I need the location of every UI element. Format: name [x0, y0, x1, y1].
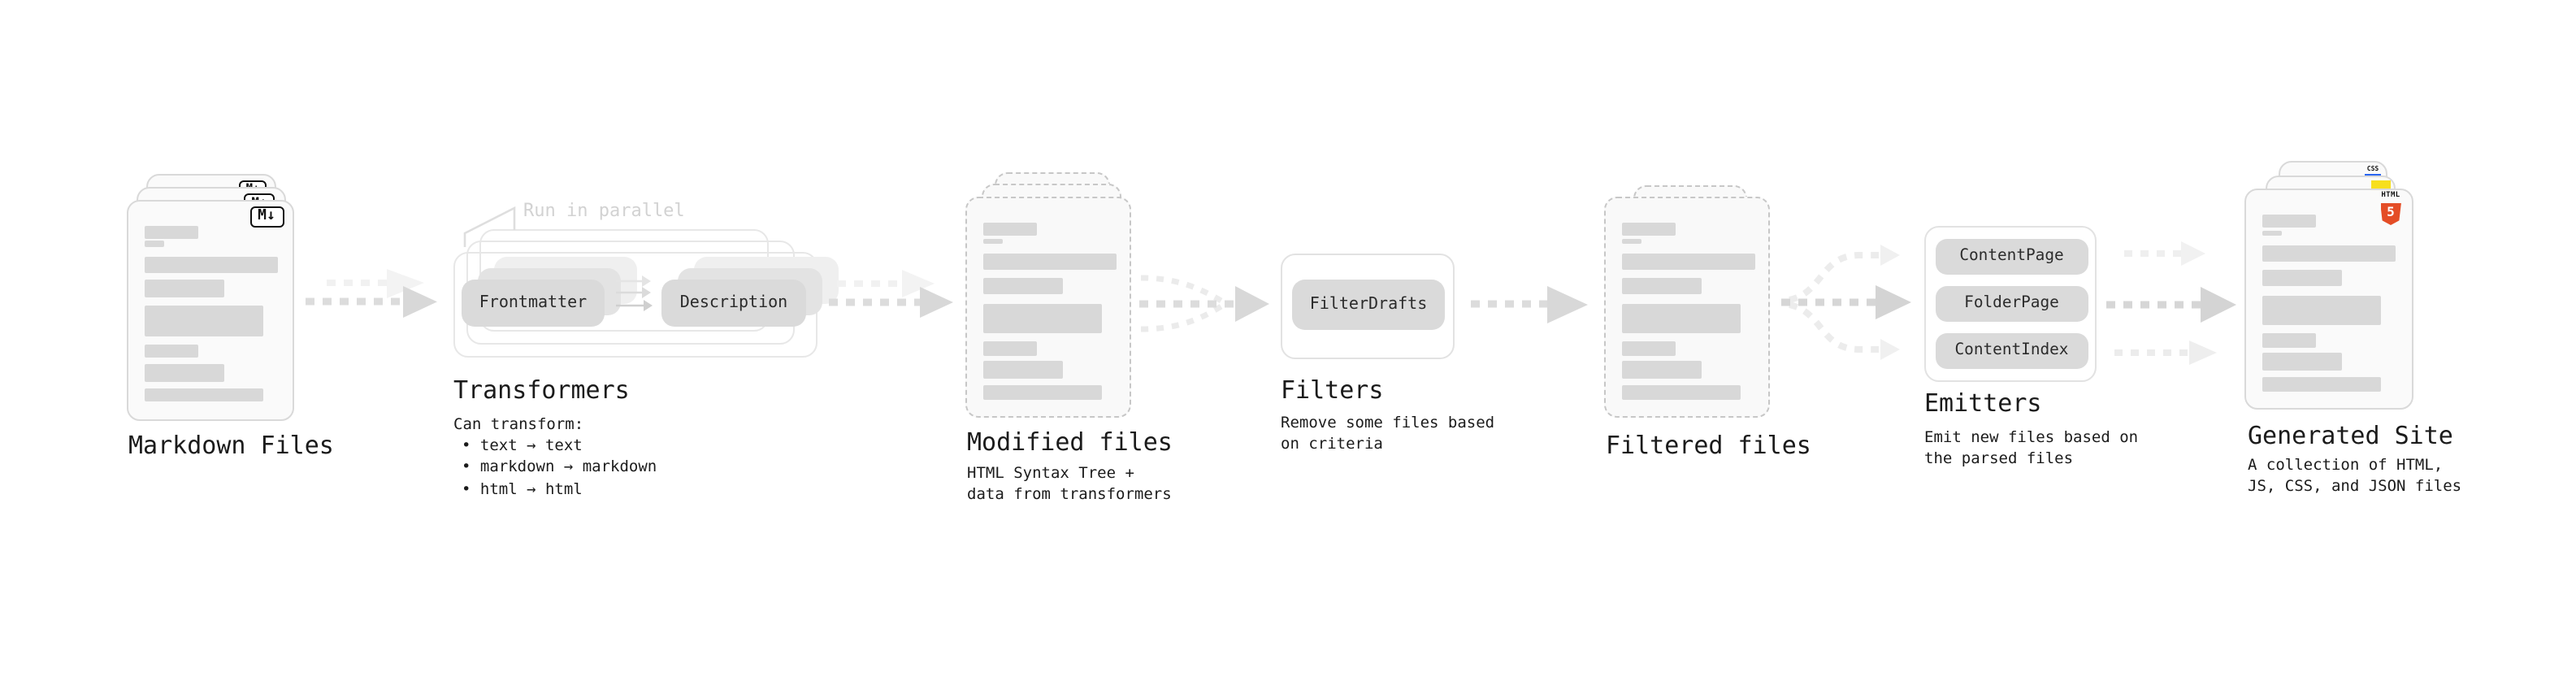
html5-icon-label: HTML	[2381, 192, 2400, 200]
transformers-bullet: • text → text	[462, 436, 583, 454]
emitters-desc: the parsed files	[1924, 450, 2074, 468]
arrow-filters-to-filtered	[1471, 286, 1588, 323]
html-file-card-front: HTML 5	[2244, 189, 2413, 410]
css-icon: CSS	[2365, 164, 2381, 176]
arrow-filtered-to-emitters-split	[1781, 245, 1911, 360]
css-icon-label: CSS	[2366, 164, 2379, 172]
modified-files-label: Modified files	[967, 427, 1173, 456]
emitters-box: ContentPage FolderPage ContentIndex	[1924, 226, 2097, 382]
filtered-files-label: Filtered files	[1606, 431, 1811, 460]
filterdrafts-pill: FilterDrafts	[1292, 280, 1445, 330]
emitters-heading: Emitters	[1924, 388, 2042, 418]
transformers-heading: Transformers	[453, 375, 630, 405]
transformers-bullet: • markdown → markdown	[462, 458, 657, 476]
filters-box: FilterDrafts	[1281, 254, 1455, 359]
arrow-modified-to-filters-merge	[1139, 275, 1269, 332]
emitters-desc: Emit new files based on	[1924, 429, 2139, 447]
javascript-icon	[2371, 180, 2390, 190]
transformers-desc-title: Can transform:	[453, 416, 584, 434]
arrow-transformers-to-modified	[829, 270, 953, 318]
generated-site-label: Generated Site	[2248, 420, 2453, 449]
modified-files-desc: data from transformers	[967, 486, 1172, 504]
html5-shield-number: 5	[2387, 205, 2395, 219]
description-pill: Description	[661, 280, 806, 327]
frontmatter-pill: Frontmatter	[462, 280, 605, 327]
html5-icon: HTML 5	[2379, 193, 2402, 225]
filters-desc: Remove some files based	[1281, 414, 1495, 432]
transformers-bullet: • html → html	[462, 480, 583, 498]
modified-file-card-front	[965, 197, 1131, 418]
filters-desc: on criteria	[1281, 435, 1383, 453]
markdown-file-card-front: M↓	[127, 199, 294, 420]
modified-files-desc: HTML Syntax Tree +	[967, 465, 1134, 483]
contentindex-pill: ContentIndex	[1936, 332, 2088, 369]
filters-heading: Filters	[1281, 375, 1384, 404]
arrow-markdown-to-transformers	[306, 269, 437, 318]
html5-shield: 5	[2380, 202, 2401, 225]
markdown-files-label: Markdown Files	[128, 431, 334, 460]
generated-site-desc: JS, CSS, and JSON files	[2248, 477, 2462, 495]
markdown-icon: M↓	[249, 206, 284, 228]
arrow-emitters-to-generated	[2106, 241, 2236, 365]
contentpage-pill: ContentPage	[1936, 238, 2088, 275]
folderpage-pill: FolderPage	[1936, 285, 2088, 322]
generated-site-desc: A collection of HTML,	[2248, 456, 2444, 474]
filtered-file-card-front	[1604, 197, 1770, 418]
run-in-parallel-annotation: Run in parallel	[523, 200, 685, 221]
